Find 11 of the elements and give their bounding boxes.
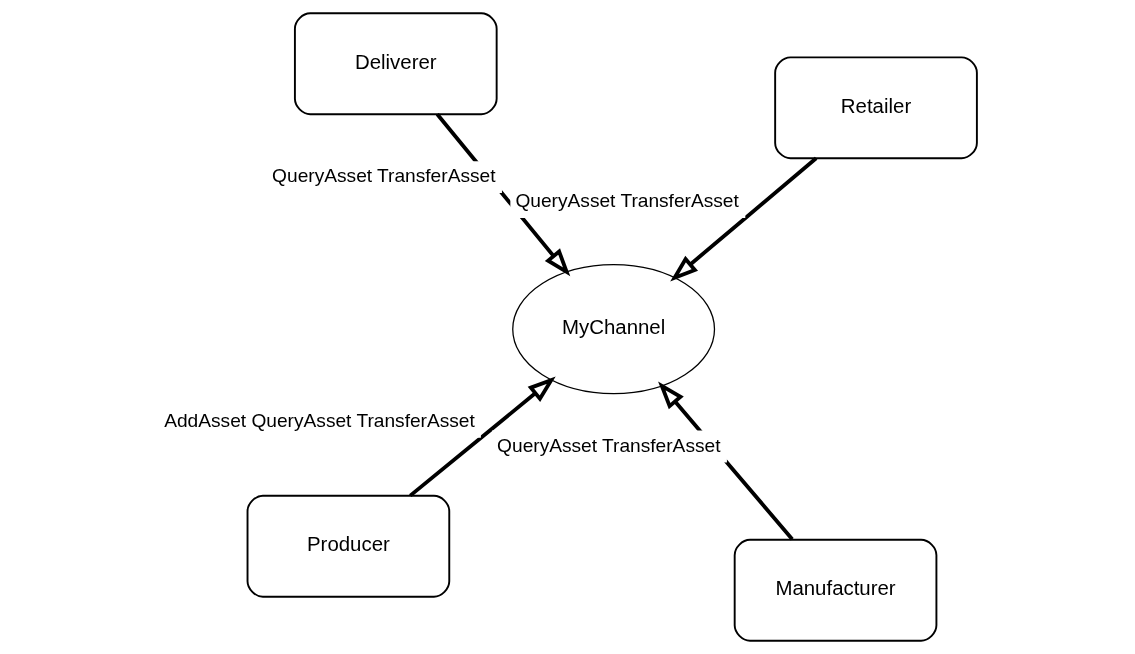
node-ellipse: MyChannel xyxy=(511,264,715,395)
node-box: Retailer xyxy=(773,56,978,160)
arrow xyxy=(408,376,556,498)
edge-label: QueryAsset TransferAsset xyxy=(496,434,720,456)
node-box: Producer xyxy=(246,494,450,598)
edge-label: QueryAsset TransferAsset xyxy=(271,165,496,187)
arrow xyxy=(669,156,817,282)
edge-label: AddAsset QueryAsset TransferAsset xyxy=(163,409,475,431)
edge-label: QueryAsset TransferAsset xyxy=(514,190,739,212)
node-box: Deliverer xyxy=(293,12,498,116)
node-box: Manufacturer xyxy=(733,538,937,642)
